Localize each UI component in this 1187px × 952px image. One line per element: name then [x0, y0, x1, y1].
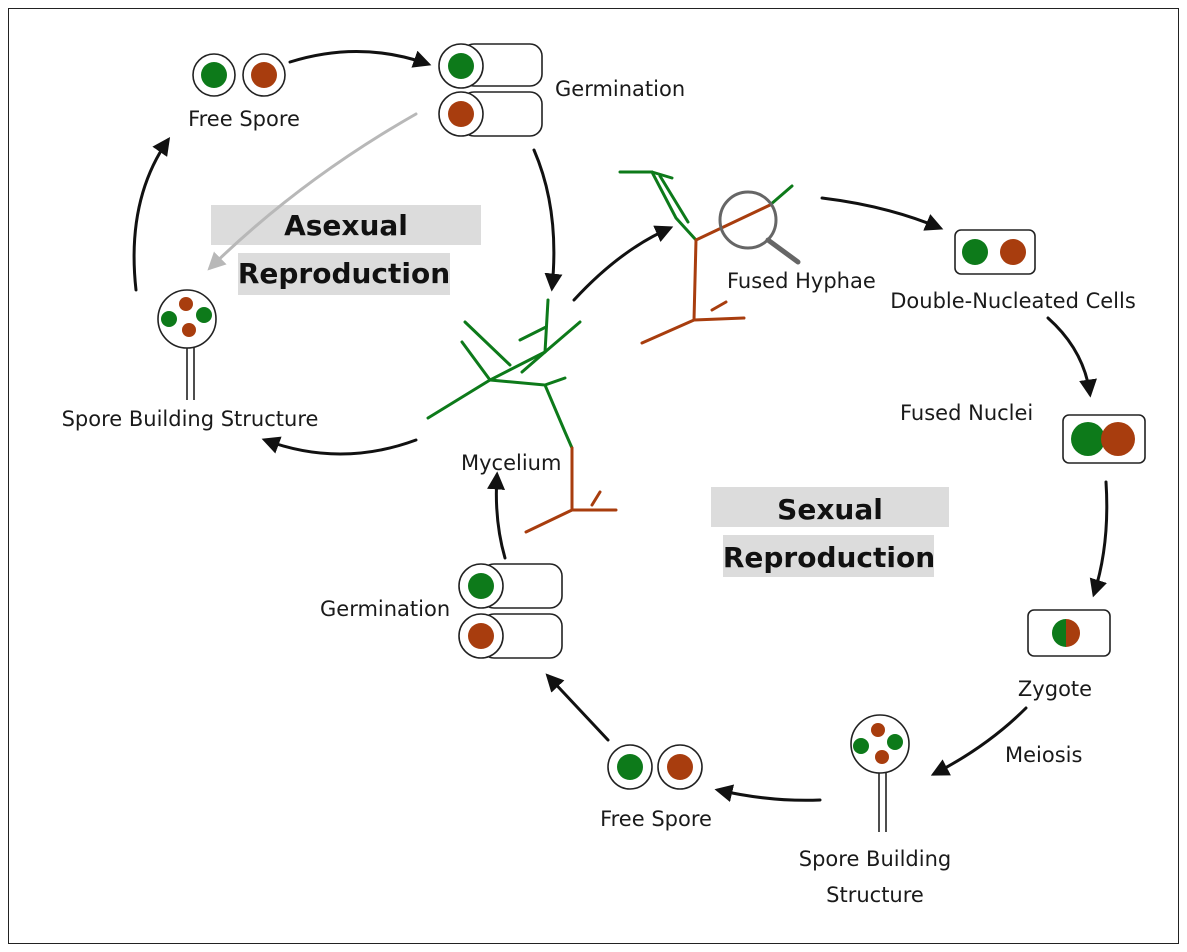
label-spore-building-left: Spore Building Structure	[62, 407, 319, 431]
diagram-frame	[8, 8, 1179, 944]
zygote-cell	[1027, 609, 1111, 657]
fused-hyphae	[618, 170, 801, 345]
free-spore-bottom	[607, 744, 703, 790]
arrow-free-spore-to-germination	[545, 673, 610, 742]
brown-nucleus	[251, 62, 277, 88]
arrow-mycelium-to-fused-hyphae	[572, 225, 674, 302]
mycelium-hyphae	[426, 298, 618, 534]
green-nucleus	[201, 62, 227, 88]
free-spore-top	[192, 53, 286, 97]
arrow-double-to-fused-nuclei	[1046, 316, 1097, 398]
arrow-fused-nuclei-to-zygote	[1089, 480, 1109, 598]
label-free-spore-bottom: Free Spore	[600, 807, 712, 831]
sexual-reproduction-title: Sexual Reproduction	[711, 487, 949, 577]
sexual-title-line1: Sexual	[777, 493, 883, 526]
label-spore-building-bottom-1: Spore Building	[799, 847, 951, 871]
label-germination-bottom: Germination	[320, 597, 450, 621]
magnifier-icon	[718, 190, 778, 250]
asexual-title-line1: Asexual	[284, 209, 408, 242]
label-spore-building-bottom-2: Structure	[826, 883, 924, 907]
sexual-band-2	[723, 535, 934, 577]
label-zygote: Zygote	[1018, 677, 1092, 701]
arrow-mycelium-to-spore-structure	[261, 436, 418, 456]
fused-nuclei-cell	[1062, 414, 1146, 464]
label-free-spore-top: Free Spore	[188, 107, 300, 131]
arrow-spore-to-germination	[288, 50, 432, 68]
spore-building-structure-left	[157, 289, 217, 400]
label-fused-nuclei: Fused Nuclei	[900, 401, 1033, 425]
arrow-asexual-shortcut	[207, 112, 418, 271]
arrow-zygote-to-meiosis	[930, 706, 1028, 776]
arrow-germination-to-mycelium	[532, 148, 563, 292]
label-germination-top: Germination	[555, 77, 685, 101]
spore-building-structure-bottom	[850, 714, 910, 832]
arrow-hyphae-to-double-nucleated	[820, 196, 944, 231]
germination-bottom	[458, 563, 563, 659]
arrow-structure-to-free-spore-bottom	[714, 784, 822, 803]
arrow-germination-to-mycelium-bottom	[487, 471, 507, 560]
germination-top	[438, 43, 543, 137]
asexual-title-line2: Reproduction	[238, 257, 450, 290]
label-fused-hyphae: Fused Hyphae	[727, 269, 876, 293]
label-double-nucleated: Double-Nucleated Cells	[890, 289, 1136, 313]
sexual-band-1	[711, 487, 949, 527]
asexual-band-2	[238, 253, 450, 295]
label-mycelium: Mycelium	[461, 451, 561, 475]
double-nucleated-cell	[954, 229, 1036, 275]
sexual-title-line2: Reproduction	[723, 541, 935, 574]
asexual-reproduction-title: Asexual Reproduction	[211, 205, 481, 295]
label-meiosis: Meiosis	[1005, 743, 1082, 767]
arrow-structure-to-free-spore	[132, 137, 171, 292]
